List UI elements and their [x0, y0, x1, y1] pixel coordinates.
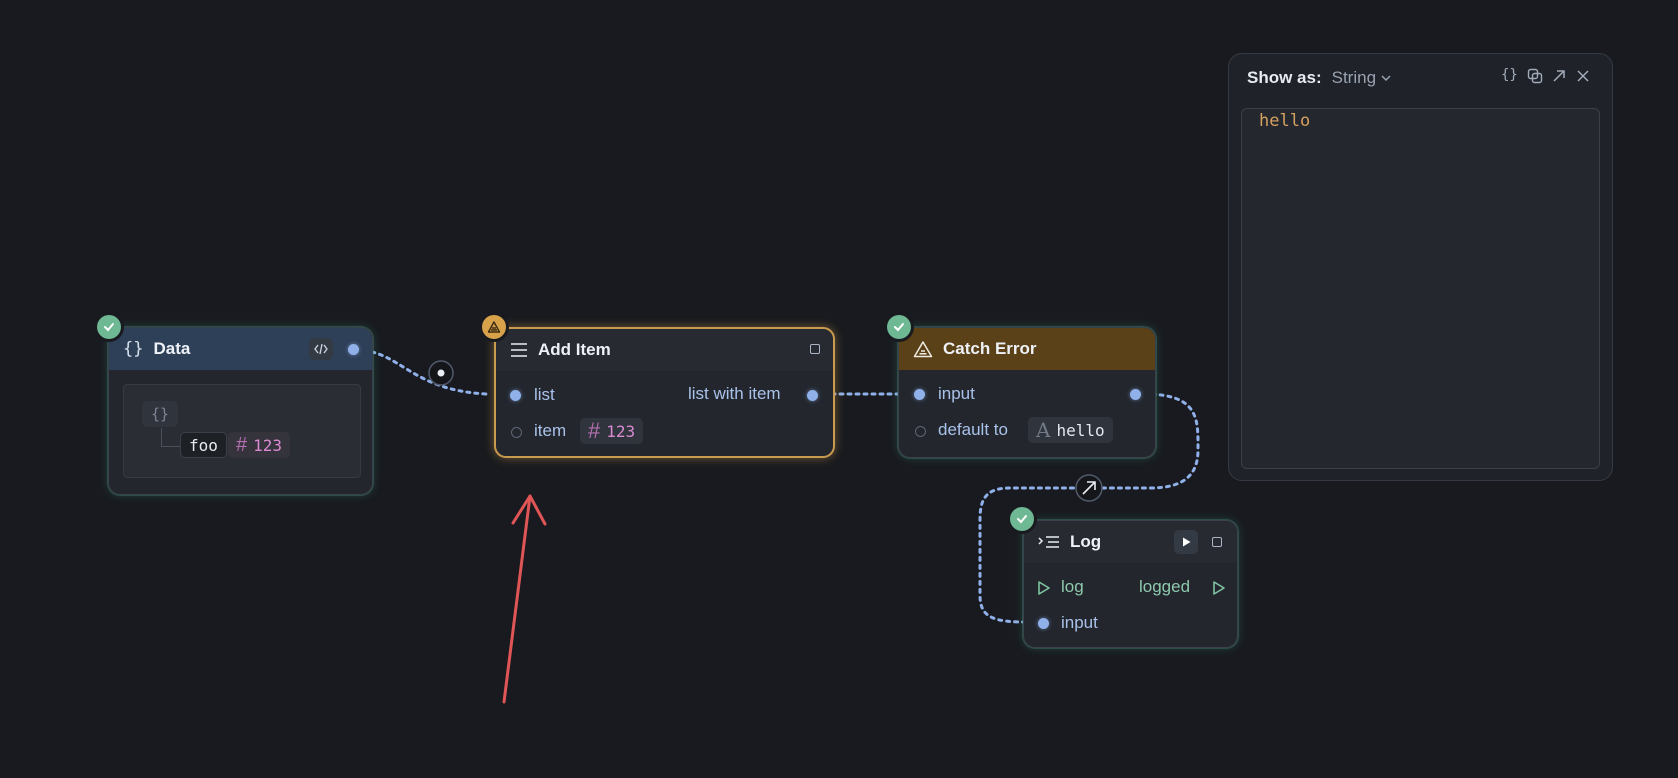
logged-trigger-label: logged [1139, 577, 1191, 596]
list-icon [511, 343, 527, 357]
warning-triangle-icon [913, 341, 933, 358]
status-ok-icon [1010, 507, 1034, 531]
list-with-item-output-label: list with item [688, 384, 781, 403]
number-type-icon: # [236, 433, 248, 456]
edge-open-icon[interactable] [1075, 474, 1103, 502]
object-badge: {} [142, 401, 178, 427]
log-node[interactable]: Log log logged input [1023, 520, 1238, 648]
object-key[interactable]: foo [180, 432, 227, 458]
tree-connector [161, 428, 180, 447]
close-icon[interactable] [1575, 68, 1591, 84]
default-to-input-port[interactable] [915, 426, 926, 437]
run-button[interactable] [1174, 530, 1198, 554]
code-icon [314, 343, 328, 355]
log-icon [1038, 536, 1059, 548]
show-as-label: Show as: [1247, 68, 1322, 87]
edge-data-to-list [354, 348, 488, 396]
show-as-dropdown[interactable]: String [1332, 68, 1392, 88]
object-value: 123 [253, 435, 283, 455]
string-type-icon: A [1036, 418, 1051, 442]
edge-midpoint-dot[interactable] [428, 360, 454, 386]
node-title: Data [153, 339, 191, 358]
add-item-node[interactable]: Add Item list list with item item # 123 [494, 327, 835, 458]
status-ok-icon [97, 315, 121, 339]
data-node[interactable]: {} Data {} foo # 123 [108, 327, 373, 495]
status-ok-icon [887, 315, 911, 339]
catch-input-port[interactable] [914, 389, 925, 400]
item-input-port[interactable] [511, 427, 522, 438]
default-to-label: default to [938, 420, 1008, 439]
default-value-chip[interactable]: A hello [1028, 417, 1113, 443]
chevron-down-icon [1381, 75, 1391, 82]
log-trigger-label: log [1061, 577, 1084, 596]
default-value: hello [1056, 420, 1105, 440]
object-value-chip[interactable]: # 123 [228, 432, 291, 458]
expand-icon[interactable] [1551, 68, 1567, 84]
braces-icon: {} [123, 339, 144, 359]
add-item-header[interactable]: Add Item [496, 329, 833, 371]
log-header[interactable]: Log [1024, 521, 1237, 563]
catch-output-port[interactable] [1130, 389, 1141, 400]
json-view-icon[interactable]: {} [1501, 67, 1518, 83]
node-title: Add Item [538, 340, 611, 359]
trigger-out-icon[interactable] [1211, 580, 1227, 596]
list-input-port[interactable] [510, 390, 521, 401]
trigger-in-icon[interactable] [1036, 580, 1052, 596]
node-title: Log [1070, 532, 1102, 551]
output-panel: Show as: String {} hello [1228, 53, 1613, 481]
data-body: {} foo # 123 [123, 384, 361, 478]
annotation-arrow [502, 494, 547, 704]
node-menu-square-icon[interactable] [810, 344, 820, 354]
node-menu-square-icon[interactable] [1212, 537, 1222, 547]
show-as-value: String [1331, 68, 1377, 87]
item-value: 123 [606, 421, 636, 441]
catch-input-label: input [938, 384, 975, 403]
list-with-item-output-port[interactable] [807, 390, 818, 401]
code-toggle-button[interactable] [309, 338, 333, 360]
item-input-label: item [534, 421, 567, 440]
number-type-icon: # [588, 418, 601, 443]
panel-output-area[interactable]: hello [1241, 108, 1600, 469]
data-node-header[interactable]: {} Data [109, 328, 372, 370]
output-text: hello [1259, 111, 1311, 131]
catch-error-header[interactable]: Catch Error [899, 328, 1155, 370]
log-input-label: input [1061, 613, 1098, 632]
item-value-chip[interactable]: # 123 [580, 418, 644, 444]
panel-header: Show as: String [1247, 63, 1392, 93]
node-title: Catch Error [943, 339, 1037, 358]
log-input-port[interactable] [1038, 618, 1049, 629]
play-icon [1183, 537, 1191, 547]
data-output-port[interactable] [348, 344, 359, 355]
copy-icon[interactable] [1527, 68, 1543, 84]
list-input-label: list [534, 385, 555, 404]
status-warning-icon [482, 315, 506, 339]
catch-error-node[interactable]: Catch Error input default to A hello [898, 327, 1156, 458]
